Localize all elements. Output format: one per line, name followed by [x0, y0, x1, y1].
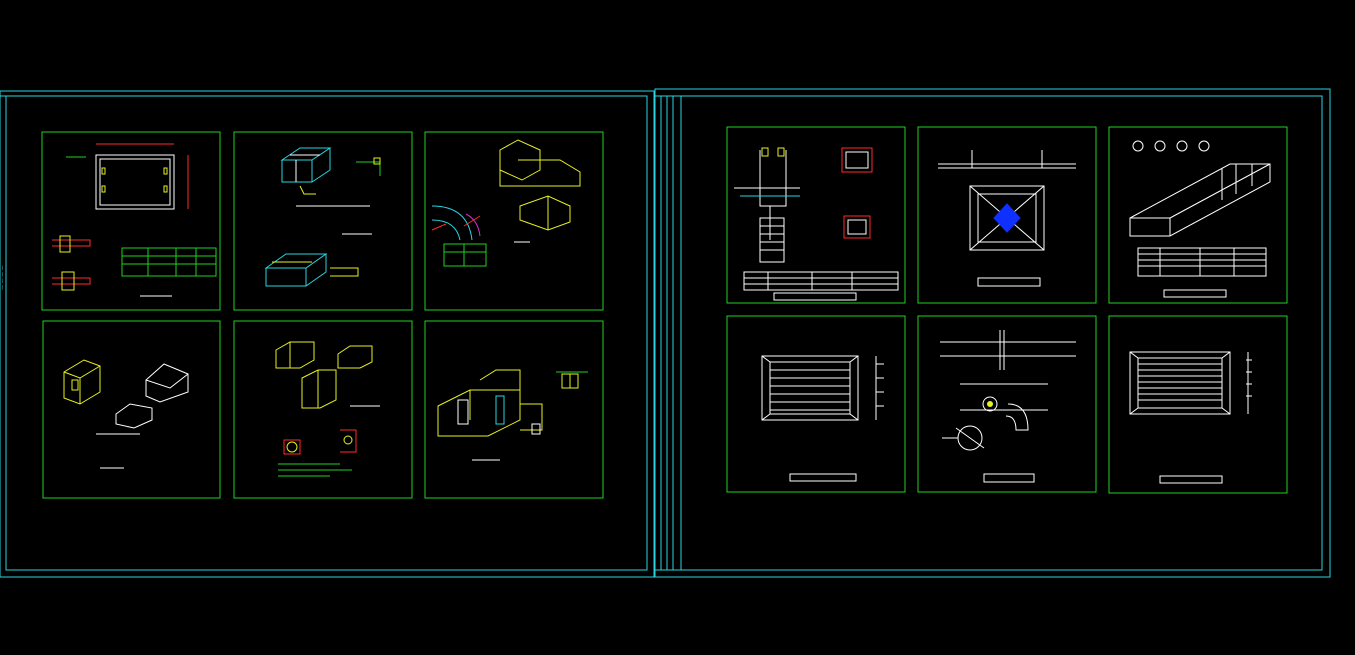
drawing-cell-L5[interactable] [233, 320, 413, 499]
drawing-cell-L4[interactable] [42, 320, 221, 499]
drawing-cell-L1[interactable] [41, 131, 221, 311]
drawing-cell-L2[interactable] [233, 131, 413, 311]
drawing-cell-R1[interactable] [726, 126, 906, 304]
drawing-cell-L6[interactable] [424, 320, 604, 499]
drawing-cell-R6[interactable] [1108, 315, 1288, 494]
drawing-cell-R4[interactable] [726, 315, 906, 493]
svg-text:— — — —: — — — — [0, 265, 6, 290]
drawing-cell-L3[interactable] [424, 131, 604, 311]
drawing-cell-R5[interactable] [917, 315, 1097, 493]
drawing-cell-R3[interactable] [1108, 126, 1288, 304]
drawing-cell-R2[interactable] [917, 126, 1097, 304]
right-sheet [654, 88, 1331, 578]
left-sheet: — — — — [0, 90, 655, 578]
